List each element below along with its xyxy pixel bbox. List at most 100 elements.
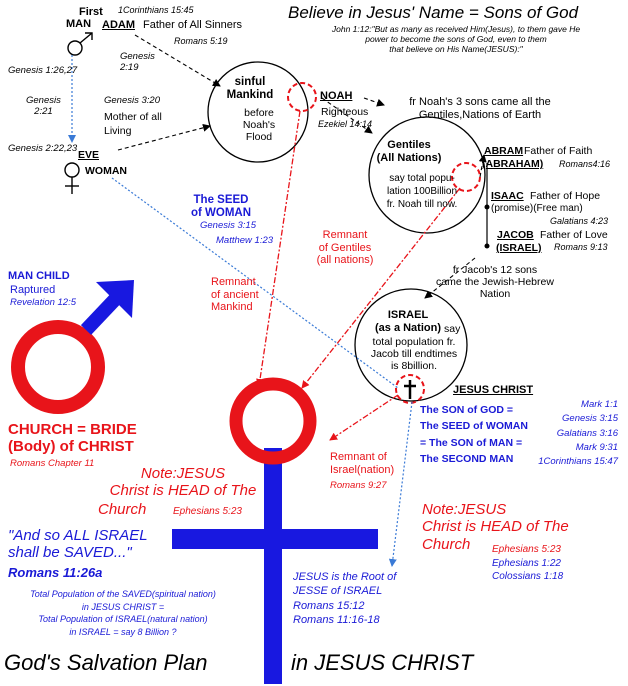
seed-line: The SEED [193, 194, 249, 206]
gentiles-sub: say total popu- lation 100Billion fr. No… [374, 172, 470, 211]
isaac-label: ISAAC [491, 190, 524, 202]
verse-line: power to become the sons of God, even to… [365, 33, 547, 44]
church-cross-icon [172, 377, 378, 684]
gen127-ref: Genesis 1:26,27 [8, 65, 78, 76]
israel-say: say [444, 323, 461, 335]
root-of-jesse: JESUS is the Root of JESSE of ISRAEL Rom… [293, 570, 396, 627]
remnant-israel-line: Israel(nation) [330, 463, 395, 476]
jacob-desc: Father of Love [540, 229, 608, 241]
man-child-symbol-icon [11, 280, 134, 414]
remnant-ancient-line: Mankind [211, 301, 253, 314]
population-line: Total Population of the SAVED(spiritual … [30, 589, 216, 599]
seed-title: The SEED of WOMAN [176, 194, 266, 220]
cross-icon [404, 380, 416, 399]
gentiles-line: (All Nations) [376, 151, 442, 164]
noah-sons-line: Gentiles,Nations of Earth [418, 108, 542, 121]
mankind-circle [207, 61, 309, 163]
verse-line: John 1:12:"But as many as received Him(J… [331, 24, 581, 34]
remnant-gentiles-line: (all nations) [316, 254, 374, 267]
noah-desc: Righteous [321, 106, 369, 118]
jesus-christ-label: JESUS CHRIST [453, 384, 534, 396]
seed-line: of WOMAN [190, 207, 252, 220]
root-line: JESSE of ISRAEL [293, 585, 383, 598]
all-israel-line: "And so ALL ISRAEL [8, 527, 148, 544]
jesus-title-line: The SEED of WOMAN [420, 420, 528, 433]
gentiles-sub-line: say total popu- [389, 173, 455, 184]
note-right-line: Church [422, 535, 471, 553]
first-label: First [79, 6, 103, 18]
israel-sub: total population fr. Jacob till endtimes… [360, 336, 468, 372]
all-israel-ref: Romans 11:26a [8, 565, 103, 580]
remnant-israel-ref: Romans 9:27 [330, 480, 387, 491]
note-right: Note:JESUS Christ is HEAD of The Church [422, 501, 569, 553]
eve-label: EVE [78, 149, 100, 161]
jacob-sons-text: fr Jacob's 12 sons came the Jewish-Hebre… [430, 264, 560, 300]
jesus-ref: Genesis 3:15 [562, 413, 618, 425]
remnant-marker-mankind [287, 82, 317, 112]
population-line: in ISRAEL = say 8 Billion ? [69, 626, 177, 637]
population-text: Total Population of the SAVED(spiritual … [8, 588, 238, 638]
eve-ref: Genesis 3:20 [104, 95, 160, 106]
footer-left: God's Salvation Plan [4, 650, 208, 675]
ref-line: Genesis [120, 51, 155, 62]
note-right-refs: Ephesians 5:23 Ephesians 1:22 Colossians… [492, 543, 563, 584]
gentiles-line: Gentiles [387, 139, 431, 151]
jesus-title-line: The SON of GOD = [420, 404, 514, 416]
mankind-sub-line: before [244, 107, 274, 119]
church-line: (Body) of CHRIST [8, 438, 134, 456]
ref-line: Genesis [26, 95, 61, 106]
note-right-ref: Colossians 1:18 [492, 571, 564, 582]
root-line: JESUS is the Root of [293, 571, 397, 583]
israel-sub-line: is 8billion. [390, 360, 438, 373]
note-center-ref: Ephesians 5:23 [173, 506, 242, 517]
remnant-israel-line: Remnant of [330, 451, 387, 463]
israel-line: ISRAEL [387, 309, 429, 321]
jesus-refs: Mark 1:1 Genesis 3:15 Galatians 3:16 Mar… [510, 398, 618, 469]
israel-title: ISRAEL (as a Nation) [370, 309, 446, 334]
man-child-sub: Raptured [10, 284, 56, 296]
jesus-title-line: = The SON of MAN = [420, 436, 523, 449]
population-line: in JESUS CHRIST = [81, 601, 165, 612]
mankind-sub-line: Noah's [242, 119, 276, 132]
jesus-ref: Mark 1:1 [581, 399, 618, 410]
man-child-label: MAN CHILD [8, 270, 70, 282]
remnant-marker-israel [395, 374, 425, 404]
note-center-line: Note:JESUS [140, 465, 226, 482]
adam-label: ADAM [102, 19, 135, 31]
jacob-sons-line: came the Jewish-Hebrew [436, 276, 554, 289]
verse-line: that believe on His Name(JESUS):" [389, 43, 523, 54]
population-line: Total Population of ISRAEL(natural natio… [38, 614, 208, 625]
israel-alt-label: (ISRAEL) [496, 242, 542, 254]
mankind-line: Mankind [226, 89, 274, 102]
note-center-church: Church [98, 501, 147, 518]
gentiles-sub-line: fr. Noah till now. [386, 199, 458, 210]
gentiles-sub-line: lation 100Billion [386, 186, 458, 197]
note-right-line: Note:JESUS [422, 501, 507, 518]
footer-right: in JESUS CHRIST [291, 650, 474, 675]
seed-ref2: Matthew 1:23 [216, 235, 274, 246]
isaac-ref: Galatians 4:23 [550, 216, 609, 226]
jesus-ref: 1Corinthians 15:47 [538, 456, 618, 467]
note-right-ref: Ephesians 5:23 [492, 544, 561, 555]
jacob-sons-line: Nation [479, 288, 511, 301]
gentiles-title: Gentiles (All Nations) [373, 139, 445, 164]
jesus-titles: The SON of GOD = The SEED of WOMAN = The… [420, 402, 528, 467]
remnant-ancient-line: of ancient [211, 288, 259, 301]
eve-desc-line: Mother of all [104, 111, 162, 123]
eve-desc-line: Living [104, 125, 132, 138]
abraham-label: (ABRAHAM) [482, 158, 544, 170]
ref-line: 2:21 [34, 105, 53, 117]
gentiles-circle [368, 116, 486, 234]
gen219-ref: Genesis 2:19 [120, 51, 155, 74]
man-ref2: Romans 5:19 [174, 36, 228, 46]
abram-desc: Father of Faith [524, 145, 593, 157]
all-israel-line: shall be SAVED..." [8, 544, 132, 562]
church-line: CHURCH = BRIDE [8, 421, 137, 438]
man-ref1: 1Corinthians 15:45 [118, 5, 194, 15]
female-symbol-icon [64, 162, 80, 194]
note-right-line: Christ is HEAD of The [422, 518, 569, 536]
abram-ref: Romans4:16 [559, 159, 611, 169]
noah-ref: Ezekiel 14:14 [318, 119, 373, 129]
noah-label: NOAH [320, 90, 353, 102]
